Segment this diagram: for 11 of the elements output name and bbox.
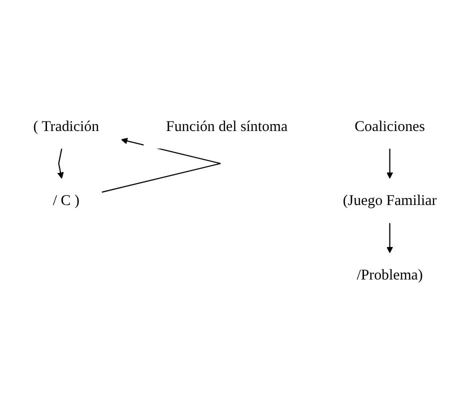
- arrow: [386, 148, 394, 179]
- node-text: / C ): [52, 192, 80, 210]
- arrow: [386, 223, 394, 254]
- node-text: (Juego Familiar: [342, 192, 437, 210]
- arrow: [57, 148, 64, 179]
- node-text: Coaliciones: [354, 118, 425, 135]
- node-text: ( Tradición: [33, 118, 100, 135]
- node-text: Función del síntoma: [166, 118, 288, 135]
- diagram: ( Tradición / C ) (Juego Familiar /Problema) Función del síntoma Coaliciones: [5, 98, 465, 304]
- node-text: /Problema): [356, 267, 423, 284]
- arrow: [102, 138, 222, 193]
